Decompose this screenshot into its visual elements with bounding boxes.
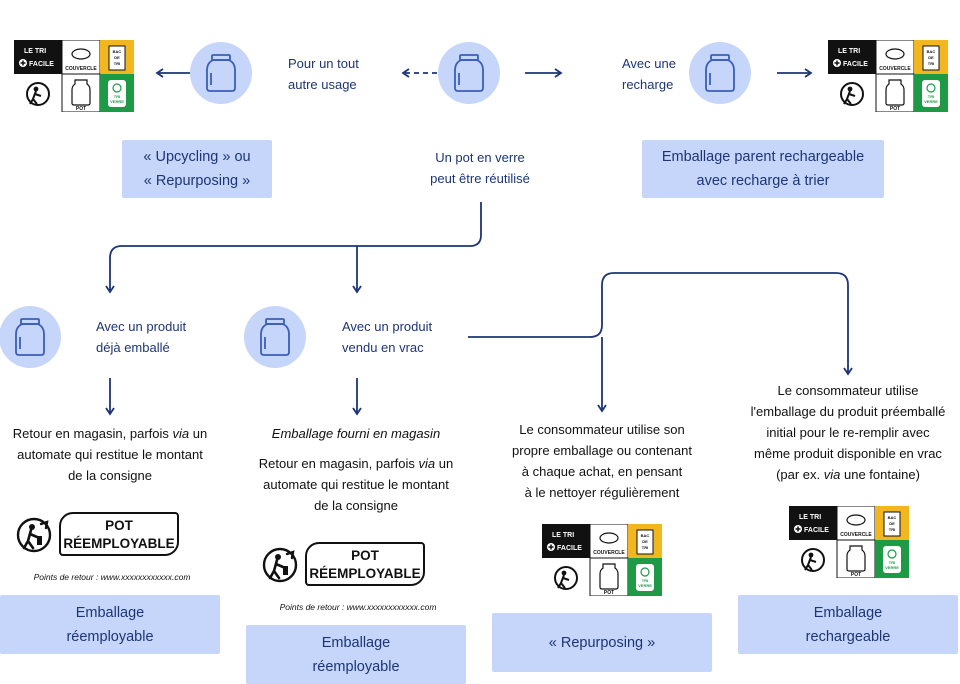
- svg-text:FACILE: FACILE: [804, 527, 829, 534]
- svg-text:POT: POT: [851, 572, 861, 578]
- svg-text:POT: POT: [604, 590, 614, 596]
- jar-icon: [15, 318, 45, 356]
- svg-text:POT: POT: [76, 106, 86, 112]
- jar-icon: [260, 318, 290, 356]
- jar-circle-right: [689, 42, 751, 104]
- svg-text:VERRE: VERRE: [638, 583, 652, 588]
- svg-text:TRI: TRI: [889, 560, 895, 565]
- arrow-vrac-branch: [468, 272, 853, 376]
- svg-text:LE TRI: LE TRI: [24, 48, 46, 55]
- svg-text:TRI: TRI: [114, 61, 120, 66]
- points-retour-text: Points de retour : www.xxxxxxxxxxxx.com: [33, 572, 191, 582]
- svg-text:DE: DE: [889, 521, 895, 526]
- arrow-split: [105, 202, 482, 294]
- jar-circle-vrac: [244, 306, 306, 368]
- jar-circle-left: [190, 42, 252, 104]
- text-retour-magasin-1: Retour en magasin, parfois via un automa…: [12, 426, 208, 483]
- svg-text:LE TRI: LE TRI: [838, 48, 860, 55]
- svg-text:TRI: TRI: [642, 578, 648, 583]
- svg-text:DE: DE: [928, 55, 934, 60]
- svg-text:BAC: BAC: [113, 49, 122, 54]
- svg-text:COUVERCLE: COUVERCLE: [593, 550, 625, 556]
- jar-circle-center: [438, 42, 500, 104]
- text-preemballe: Le consommateur utilise l'emballage du p…: [750, 383, 946, 482]
- svg-text:COUVERCLE: COUVERCLE: [65, 66, 97, 72]
- triman-logo-rechargeable: LE TRI FACILE COUVERCLE BAC DE TRI POT T…: [789, 506, 909, 578]
- svg-text:BAC: BAC: [888, 515, 897, 520]
- svg-text:TRI: TRI: [889, 527, 895, 532]
- jar-icon: [206, 54, 236, 92]
- svg-text:FACILE: FACILE: [29, 61, 54, 68]
- svg-text:VERRE: VERRE: [110, 99, 124, 104]
- jar-icon: [454, 54, 484, 92]
- box-upcycling: « Upcycling » ou« Repurposing »: [122, 140, 272, 198]
- svg-text:TRI: TRI: [114, 94, 120, 99]
- text-emballage-fourni: Emballage fourni en magasin: [271, 426, 441, 441]
- svg-text:BAC: BAC: [641, 533, 650, 538]
- text-propre-emballage: Le consommateur utilise son propre embal…: [512, 422, 692, 500]
- box-repurposing: « Repurposing »: [492, 613, 712, 672]
- svg-text:DE: DE: [114, 55, 120, 60]
- svg-text:LE TRI: LE TRI: [552, 532, 574, 539]
- svg-text:POT: POT: [890, 106, 900, 112]
- svg-text:BAC: BAC: [927, 49, 936, 54]
- svg-text:COUVERCLE: COUVERCLE: [840, 532, 872, 538]
- recycle-person-icon: [262, 547, 298, 583]
- svg-text:COUVERCLE: COUVERCLE: [879, 66, 911, 72]
- svg-text:LE TRI: LE TRI: [799, 514, 821, 521]
- triman-logo-top-right: LE TRI FACILE COUVERCLE BAC DE TRI POT T…: [828, 40, 948, 112]
- svg-text:VERRE: VERRE: [885, 565, 899, 570]
- svg-text:TRI: TRI: [928, 61, 934, 66]
- svg-text:FACILE: FACILE: [557, 545, 582, 552]
- text-retour-magasin-2: Retour en magasin, parfois via un automa…: [258, 456, 454, 513]
- points-retour-text: Points de retour : www.xxxxxxxxxxxx.com: [279, 602, 437, 612]
- svg-text:TRI: TRI: [928, 94, 934, 99]
- recycle-person-icon: [16, 517, 52, 553]
- jar-circle-emballe: [0, 306, 61, 368]
- svg-text:FACILE: FACILE: [843, 61, 868, 68]
- triman-logo-repurposing: LE TRI FACILE COUVERCLE BAC DE TRI POT T…: [542, 524, 662, 596]
- jar-icon: [705, 54, 735, 92]
- svg-text:TRI: TRI: [642, 545, 648, 550]
- svg-text:VERRE: VERRE: [924, 99, 938, 104]
- svg-text:DE: DE: [642, 539, 648, 544]
- triman-logo-top-left: LE TRI FACILE COUVERCLE BAC DE TRI POT T…: [14, 40, 134, 112]
